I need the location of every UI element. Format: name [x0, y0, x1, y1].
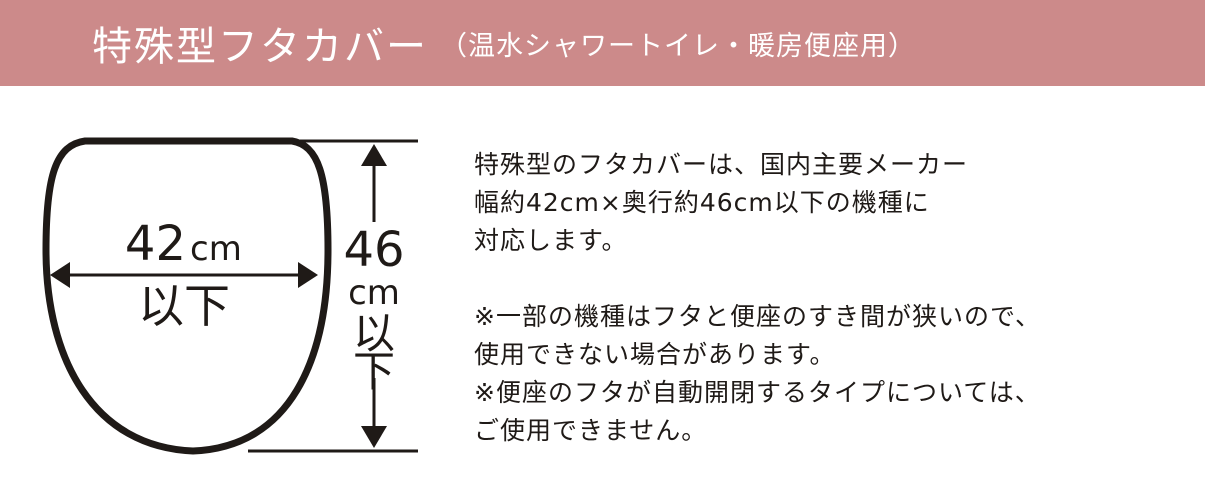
height-value: 46 — [343, 222, 404, 278]
height-suffix-1: 以 — [353, 309, 395, 358]
height-arrow-top-head — [361, 144, 387, 166]
width-arrow-right-head — [298, 262, 318, 288]
description-block: 特殊型のフタカバーは、国内主要メーカー 幅約42cm×奥行約46cm以下の機種に… — [474, 146, 1194, 450]
height-suffix-2: 下 — [353, 347, 395, 396]
height-arrow-bottom-head — [361, 426, 387, 448]
note-line: ※一部の機種はフタと便座のすき間が狭いので、 — [474, 302, 1041, 331]
width-value: 42 — [125, 216, 186, 272]
toilet-lid-outline — [42, 137, 332, 455]
page-title: 特殊型フタカバー — [92, 24, 428, 70]
note-line: ご使用できません。 — [474, 416, 708, 445]
description-line: 幅約42cm×奥行約46cm以下の機種に — [474, 188, 930, 217]
description-line: 対応します。 — [474, 226, 628, 255]
note-line: ※便座のフタが自動開閉するタイプについては、 — [474, 378, 1041, 407]
page-subtitle: （温水シャワートイレ・暖房便座用） — [440, 30, 916, 62]
width-arrow-left-head — [50, 262, 70, 288]
height-unit: cm — [348, 273, 400, 313]
paragraph-gap — [474, 260, 1194, 298]
toilet-lid-diagram: 42 cm 以下 46 cm 以 下 — [42, 137, 418, 455]
description-line: 特殊型のフタカバーは、国内主要メーカー — [474, 150, 969, 179]
note-line: 使用できない場合があります。 — [474, 340, 836, 369]
width-unit: cm — [190, 229, 242, 269]
width-suffix: 以下 — [138, 279, 230, 333]
header-banner: 特殊型フタカバー （温水シャワートイレ・暖房便座用） — [0, 0, 1205, 86]
